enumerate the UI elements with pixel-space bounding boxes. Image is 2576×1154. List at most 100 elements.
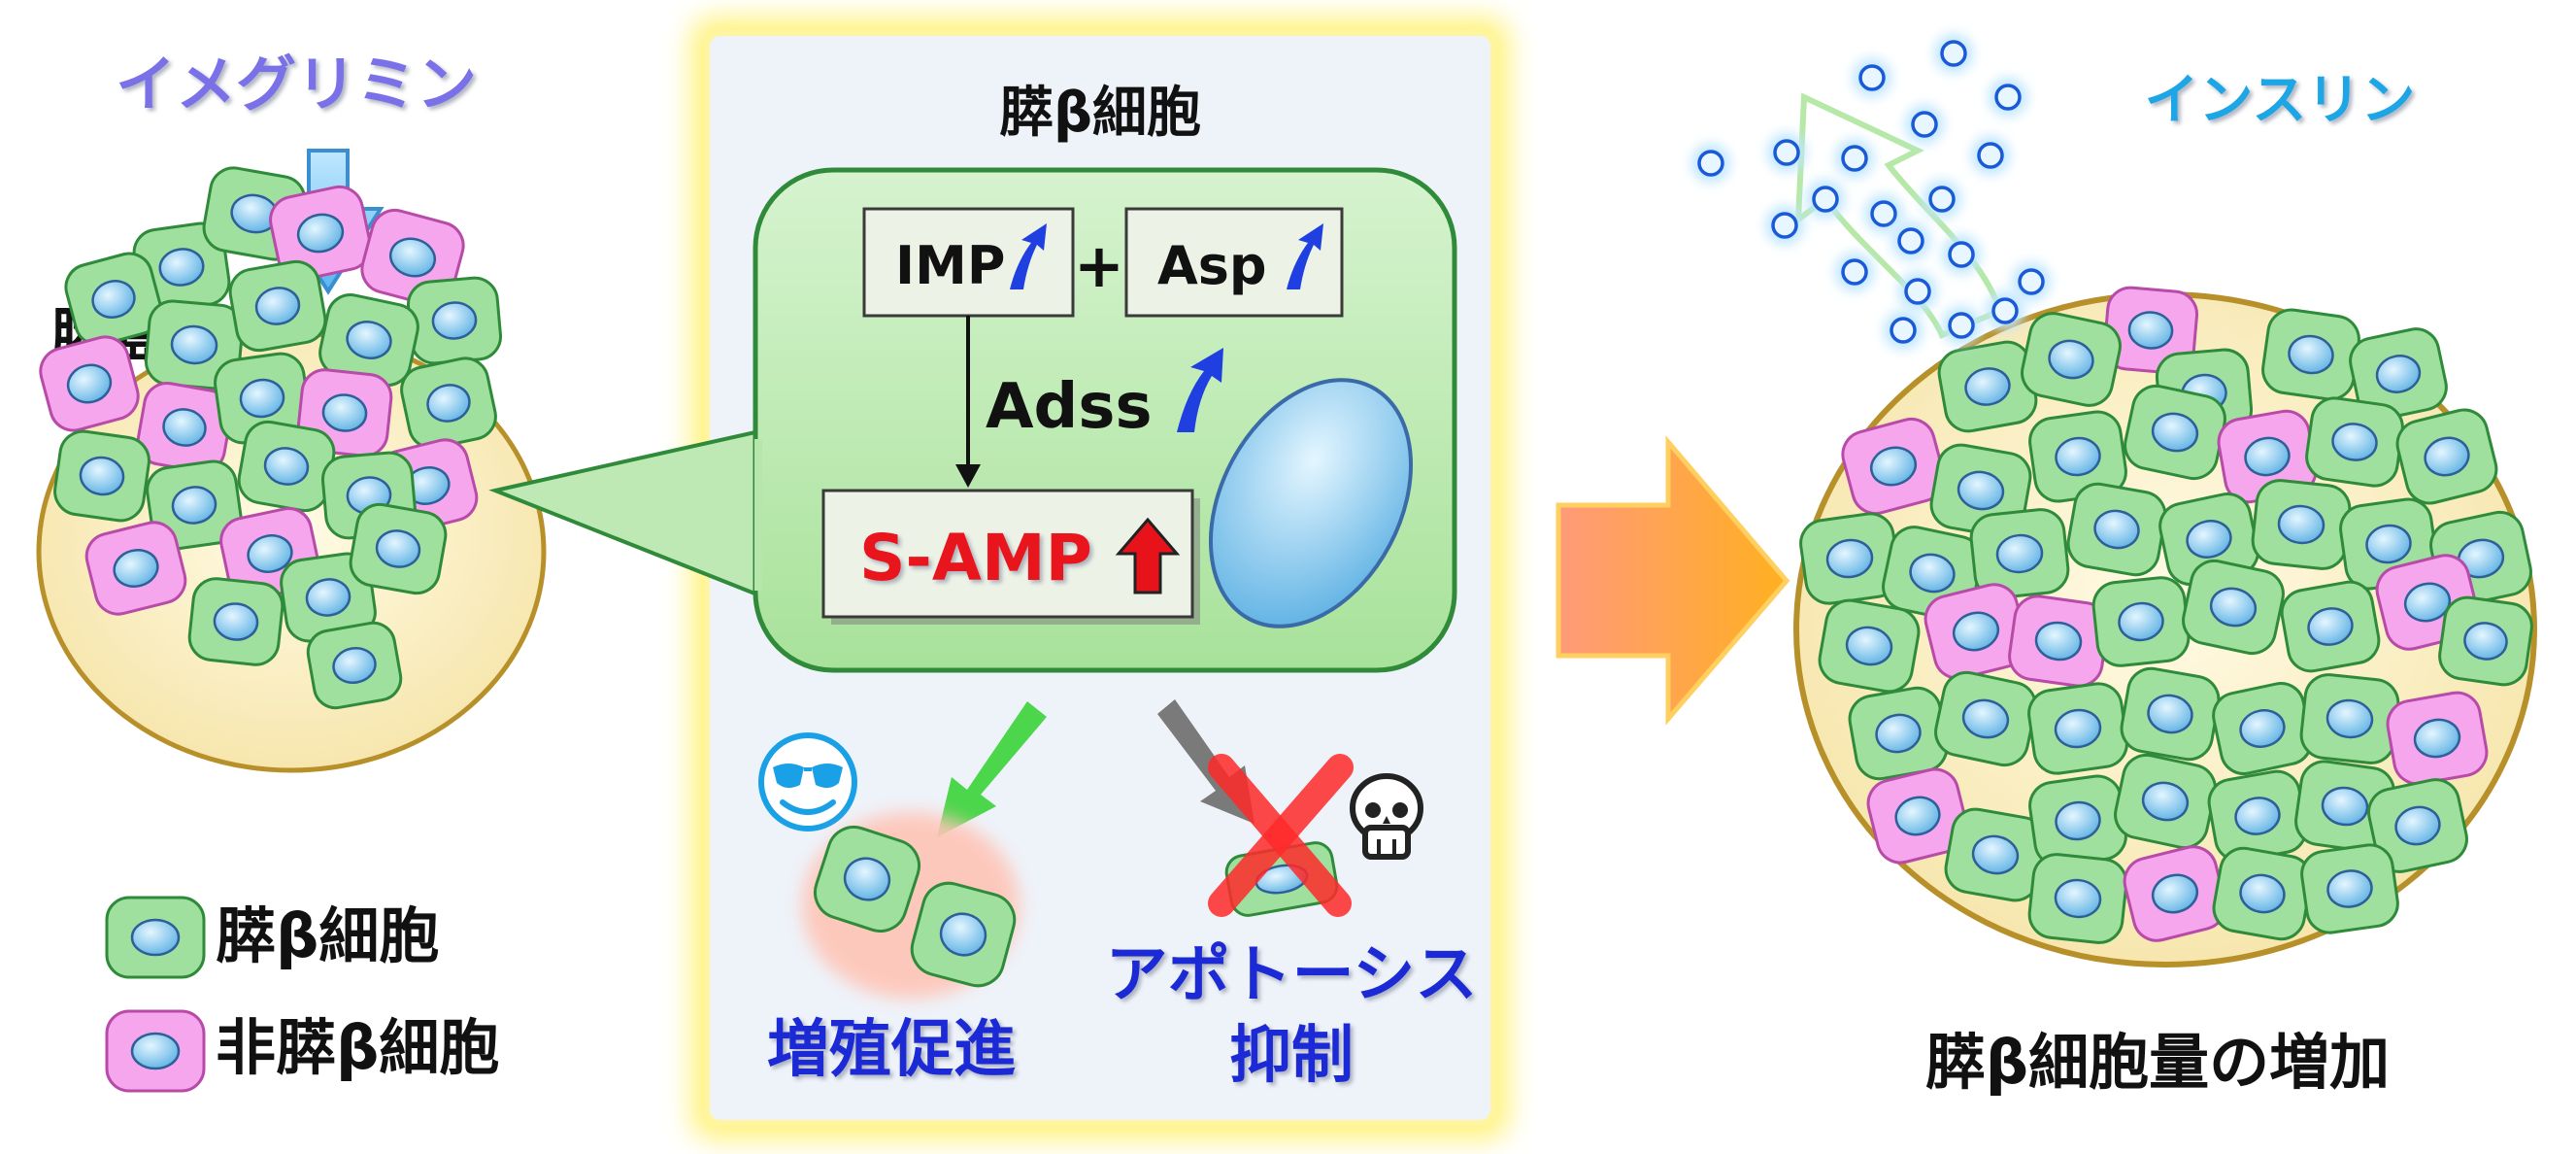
proliferating-cell xyxy=(910,881,1017,988)
beta-cell xyxy=(1969,508,2070,599)
cell-nucleus xyxy=(1208,378,1414,628)
beta-cell xyxy=(2261,308,2360,401)
beta-cell xyxy=(2305,396,2404,488)
beta-cell xyxy=(1937,340,2038,433)
beta-cell xyxy=(2066,482,2167,577)
insulin-granule xyxy=(1767,133,1806,172)
insulin-granule xyxy=(1989,78,2027,117)
up-arrow-icon xyxy=(1177,348,1223,432)
result-label: 膵β細胞量の増加 xyxy=(1925,1027,2390,1098)
legend: 膵β細胞 非膵β細胞 xyxy=(105,896,499,1093)
legend-beta-cell-swatch xyxy=(105,896,206,979)
insulin-granule xyxy=(1905,105,1944,144)
insulin-label: インスリン xyxy=(2145,69,2416,132)
imp-box xyxy=(862,207,1075,318)
non-beta-cell xyxy=(1841,417,1946,516)
non-beta-cell xyxy=(39,335,140,432)
asp-label: Asp xyxy=(1157,235,1267,296)
s-amp-label: S-AMP xyxy=(859,521,1092,595)
insulin-granule xyxy=(1853,58,1891,97)
beta-cell xyxy=(1799,512,1900,605)
insulin-granules xyxy=(1691,34,2051,350)
apoptosis-label-line2: 抑制 xyxy=(1229,1020,1354,1092)
beta-cell xyxy=(306,621,403,710)
beta-cell xyxy=(146,459,243,551)
panel-title: 膵β細胞 xyxy=(999,82,1201,145)
insulin-granule xyxy=(1986,291,2024,330)
non-beta-cell xyxy=(2123,845,2227,942)
beta-cell xyxy=(2091,576,2191,667)
beta-cell xyxy=(214,352,311,445)
up-arrow-icon xyxy=(1010,223,1047,289)
insulin-granule xyxy=(1923,180,1961,219)
beta-cell xyxy=(2212,846,2313,941)
non-beta-cell xyxy=(1924,583,2028,680)
beta-cell xyxy=(2300,843,2399,934)
beta-cell xyxy=(2212,682,2313,775)
beta-cell xyxy=(53,429,151,523)
non-beta-cell xyxy=(2102,286,2199,375)
beta-cell xyxy=(2251,479,2352,570)
beta-cell xyxy=(406,276,503,365)
reaction-arrowhead xyxy=(955,464,981,488)
insulin-granule xyxy=(1864,194,1903,233)
up-arrow-icon xyxy=(1287,223,1323,289)
insulin-granule xyxy=(1884,311,1923,350)
legend-non-beta-cell-swatch xyxy=(105,1009,206,1093)
apoptosis-label-line1: アポトーシス xyxy=(1106,939,1478,1011)
beta-cell xyxy=(64,252,163,347)
beta-cell xyxy=(349,502,448,595)
beta-cell-swatch xyxy=(105,896,206,979)
red-cross-icon xyxy=(1208,754,1354,917)
smiley-sunglasses-icon xyxy=(758,732,857,832)
beta-cell xyxy=(2027,682,2128,775)
beta-cell xyxy=(2349,327,2448,421)
beta-cell xyxy=(187,577,284,666)
insulin-granule xyxy=(2012,262,2051,301)
insulin-granule xyxy=(1934,34,1973,73)
beta-cell xyxy=(2367,778,2468,873)
beta-cell xyxy=(2299,673,2400,764)
insulin-granule xyxy=(1806,180,1845,219)
islet-cells-left xyxy=(39,166,503,710)
beta-cell xyxy=(2114,753,2217,850)
imeglimin-label: イメグリミン xyxy=(116,49,477,119)
beta-cell xyxy=(2395,408,2498,505)
proliferation-label: 増殖促進 xyxy=(767,1014,1016,1086)
beta-cell xyxy=(144,299,245,390)
islet-cells-right xyxy=(1799,286,2533,944)
insulin-granule xyxy=(1942,235,1981,274)
non-beta-cell xyxy=(136,382,233,473)
beta-cell xyxy=(2438,595,2533,687)
skull-icon xyxy=(1350,773,1423,860)
proliferating-cell xyxy=(814,826,920,933)
beta-cell xyxy=(1944,807,2047,902)
insulin-granule xyxy=(1835,253,1874,291)
legend-beta-label: 膵β細胞 xyxy=(216,900,439,971)
beta-cell xyxy=(2124,384,2226,481)
red-up-arrow-icon xyxy=(1115,517,1181,594)
insulin-granule xyxy=(1691,144,1730,183)
non-beta-cell-swatch xyxy=(105,1009,206,1093)
non-beta-cell xyxy=(2386,691,2489,786)
beta-cell xyxy=(1818,598,1921,694)
non-beta-cell xyxy=(269,185,372,282)
enzyme-label: Adss xyxy=(986,371,1153,443)
beta-cell xyxy=(2028,410,2127,503)
proliferation-arrow xyxy=(937,701,1047,837)
insulin-granule xyxy=(1971,136,2010,175)
plus-sign: + xyxy=(1074,230,1124,301)
beta-cell xyxy=(2027,853,2128,944)
insulin-granule xyxy=(1765,206,1804,245)
insulin-granule xyxy=(1835,139,1874,178)
non-beta-cell xyxy=(84,521,187,616)
non-beta-cell xyxy=(1866,767,1969,865)
beta-cell xyxy=(2028,774,2127,867)
big-right-arrow xyxy=(1556,435,1790,726)
insulin-granule xyxy=(1942,306,1981,345)
beta-cell xyxy=(318,293,419,387)
legend-non-beta-label: 非膵β細胞 xyxy=(216,1012,499,1083)
beta-cell xyxy=(2021,312,2122,407)
non-beta-cell xyxy=(2008,594,2109,688)
